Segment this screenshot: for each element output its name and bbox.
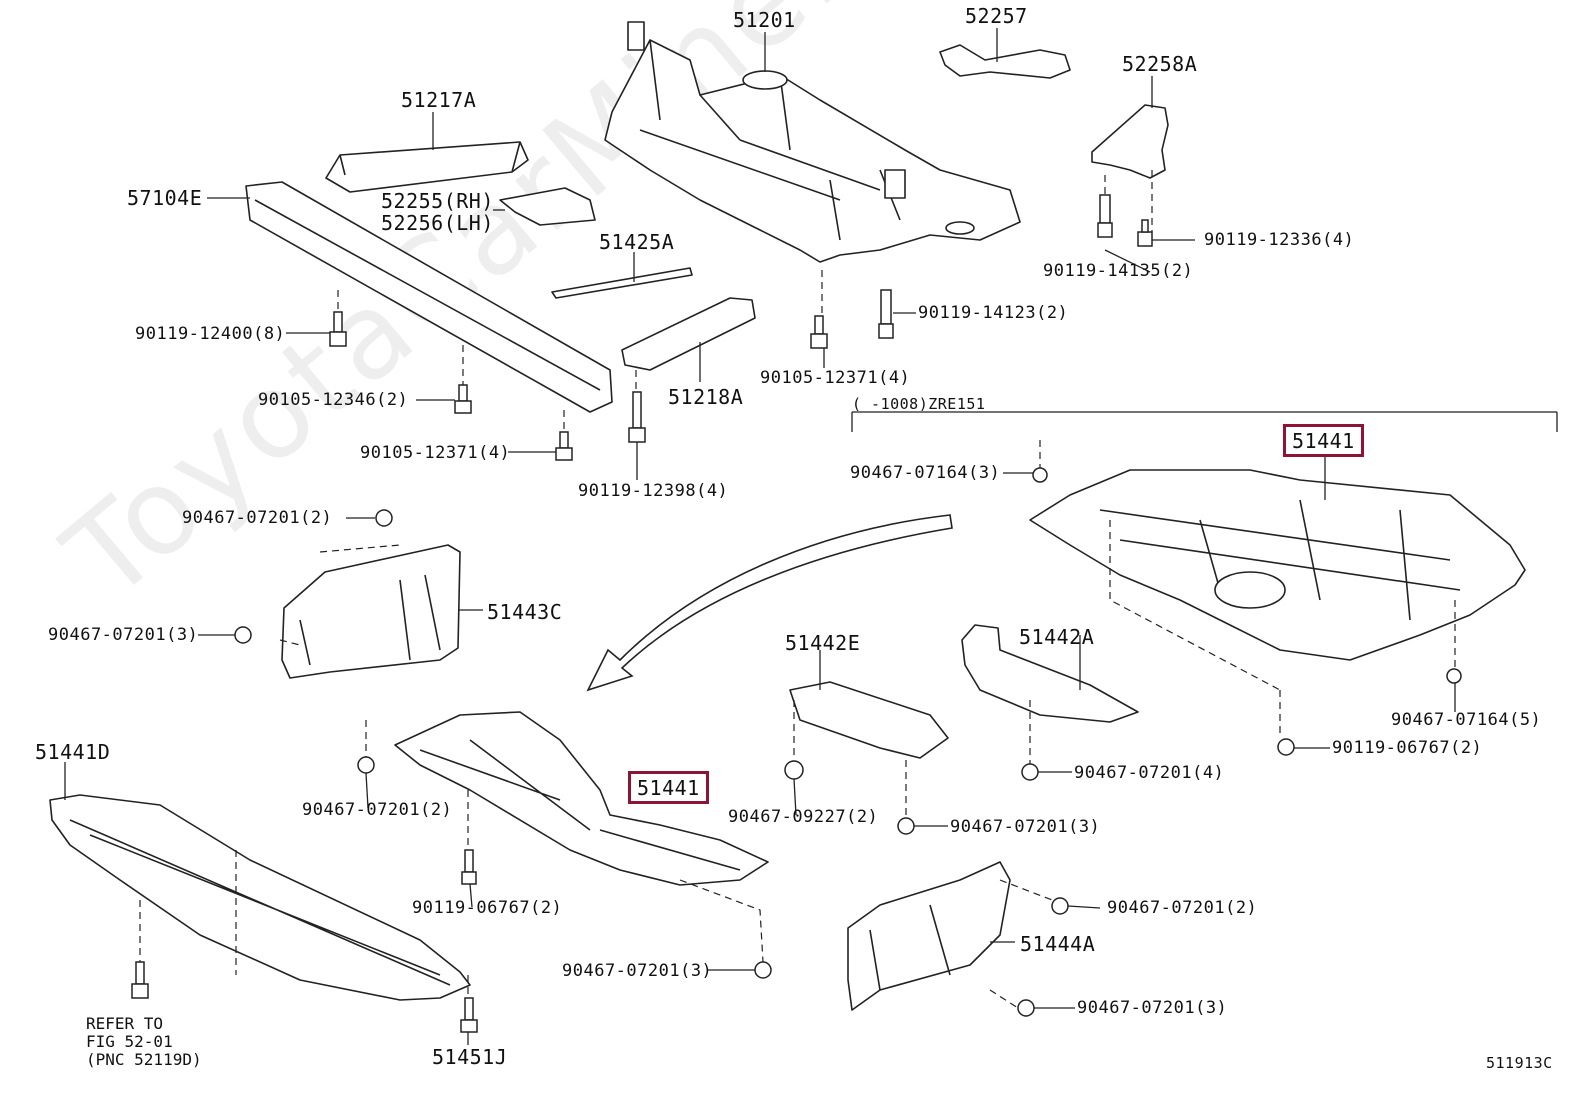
fastener-label-90467-07201-e[interactable]: 90467-07201(3): [950, 817, 1101, 837]
undercover-51441-top: [1029, 469, 1526, 661]
fastener-label-90467-07201-a[interactable]: 90467-07201(2): [182, 508, 333, 528]
part-label-51218A[interactable]: 51218A: [668, 385, 744, 409]
refer-line-3: (PNC 52119D): [86, 1050, 202, 1069]
part-label-51451J[interactable]: 51451J: [432, 1045, 508, 1069]
part-label-51442A[interactable]: 51442A: [1019, 625, 1095, 649]
part-label-57104E[interactable]: 57104E: [127, 186, 203, 210]
reinforcement-51218A: [621, 297, 756, 371]
part-label-51442E[interactable]: 51442E: [785, 631, 861, 655]
undercover-51441-mid: [394, 711, 769, 886]
fastener-label-90105-12346[interactable]: 90105-12346(2): [258, 390, 409, 410]
part-label-52256[interactable]: 52256(LH): [381, 211, 494, 235]
direction-arrow: [586, 514, 953, 692]
range-note: ( -1008)ZRE151: [852, 395, 986, 413]
fastener-label-90467-07164-b[interactable]: 90467-07164(5): [1391, 710, 1542, 730]
fastener-label-90467-09227[interactable]: 90467-09227(2): [728, 807, 879, 827]
crossmember-51201: [604, 21, 1021, 263]
cover-51442A: [961, 624, 1139, 723]
fastener-label-90105-12371-b[interactable]: 90105-12371(4): [360, 443, 511, 463]
fastener-label-90119-12400[interactable]: 90119-12400(8): [135, 324, 286, 344]
cover-51444A: [847, 861, 1011, 1011]
fastener-label-90467-07201-b[interactable]: 90467-07201(3): [48, 625, 199, 645]
fastener-label-90119-06767-b[interactable]: 90119-06767(2): [412, 898, 563, 918]
cover-51443C: [281, 544, 461, 679]
fastener-label-90105-12371-a[interactable]: 90105-12371(4): [760, 368, 911, 388]
dashed-lines: [139, 170, 1456, 1009]
figure-code: 511913C: [1486, 1054, 1553, 1072]
part-label-51217A[interactable]: 51217A: [401, 88, 477, 112]
part-label-52255[interactable]: 52255(RH): [381, 189, 494, 213]
part-label-52257[interactable]: 52257: [965, 4, 1028, 28]
part-label-51441-mid[interactable]: 51441: [628, 771, 709, 804]
member-57104E: [245, 181, 613, 413]
cover-51442E: [789, 681, 949, 759]
reinforcement-51217A: [325, 141, 529, 193]
fastener-label-90467-07201-f[interactable]: 90467-07201(3): [562, 961, 713, 981]
bracket-52255: [499, 187, 596, 226]
fastener-label-90467-07201-h[interactable]: 90467-07201(3): [1077, 998, 1228, 1018]
refer-line-1: REFER TO: [86, 1014, 164, 1033]
fastener-label-90119-12336[interactable]: 90119-12336(4): [1204, 230, 1355, 250]
bracket-52258A: [1091, 104, 1169, 179]
part-label-51425A[interactable]: 51425A: [599, 230, 675, 254]
refer-line-2: FIG 52-01: [86, 1032, 173, 1051]
part-label-51201[interactable]: 51201: [733, 8, 796, 32]
cover-51441D: [49, 794, 471, 1001]
bracket-52257: [939, 44, 1071, 79]
part-label-51443C[interactable]: 51443C: [487, 600, 563, 624]
fastener-label-90119-14135[interactable]: 90119-14135(2): [1043, 261, 1194, 281]
brace-51425A: [551, 267, 693, 299]
part-label-51444A[interactable]: 51444A: [1020, 932, 1096, 956]
fastener-label-90119-14123[interactable]: 90119-14123(2): [918, 303, 1069, 323]
fastener-label-90467-07164-a[interactable]: 90467-07164(3): [850, 463, 1001, 483]
fastener-label-90119-12398[interactable]: 90119-12398(4): [578, 481, 729, 501]
part-label-51441D[interactable]: 51441D: [35, 740, 111, 764]
part-label-52258A[interactable]: 52258A: [1122, 52, 1198, 76]
part-label-51441-top[interactable]: 51441: [1283, 424, 1364, 457]
fastener-label-90119-06767-a[interactable]: 90119-06767(2): [1332, 738, 1483, 758]
leader-lines: [64, 28, 1558, 1045]
fastener-label-90467-07201-g[interactable]: 90467-07201(2): [1107, 898, 1258, 918]
fastener-label-90467-07201-d[interactable]: 90467-07201(2): [302, 800, 453, 820]
fastener-label-90467-07201-c[interactable]: 90467-07201(4): [1074, 763, 1225, 783]
refer-note[interactable]: REFER TO FIG 52-01 (PNC 52119D): [86, 1015, 202, 1069]
